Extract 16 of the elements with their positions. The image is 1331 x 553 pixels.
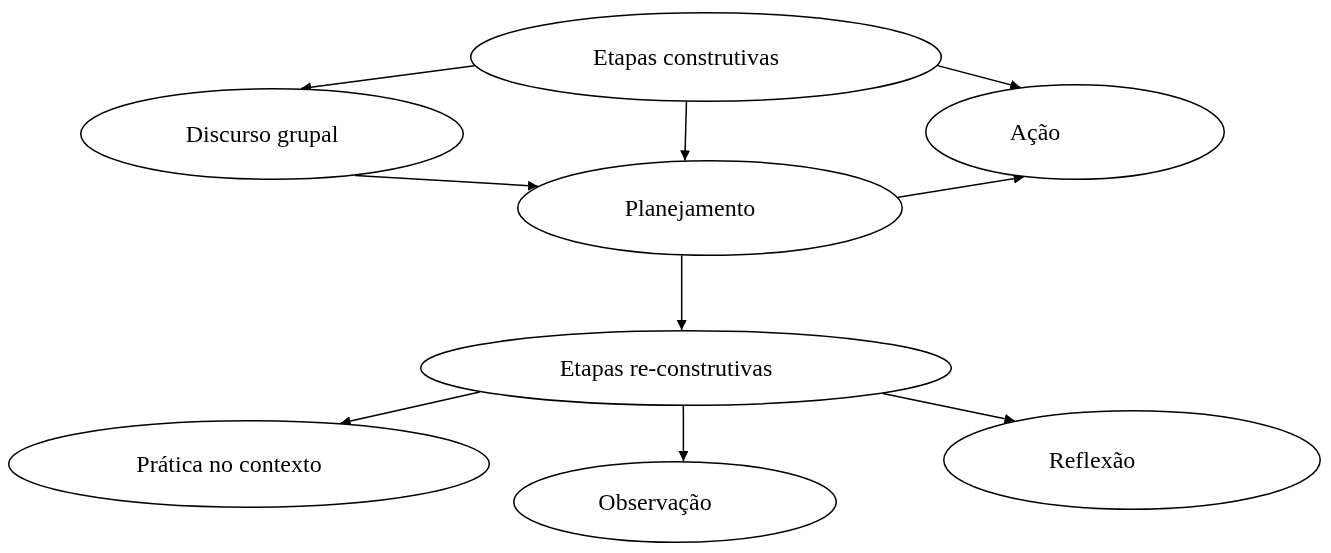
arrow xyxy=(678,405,689,462)
node-label: Etapas construtivas xyxy=(592,43,780,71)
arrow xyxy=(354,174,539,191)
arrow xyxy=(897,173,1025,199)
node-label: Prática no contexto xyxy=(135,450,323,478)
node-label: Observação xyxy=(597,488,713,516)
arrow xyxy=(680,101,691,162)
arrow xyxy=(676,254,687,331)
arrow xyxy=(936,64,1022,90)
node-label: Discurso grupal xyxy=(184,120,340,148)
node-label: Ação xyxy=(1008,118,1062,146)
arrow xyxy=(339,391,481,426)
node-label: Planejamento xyxy=(623,194,757,222)
arrow xyxy=(882,392,1016,424)
node-label: Etapas re-construtivas xyxy=(558,354,774,382)
node-label: Reflexão xyxy=(1047,446,1137,474)
